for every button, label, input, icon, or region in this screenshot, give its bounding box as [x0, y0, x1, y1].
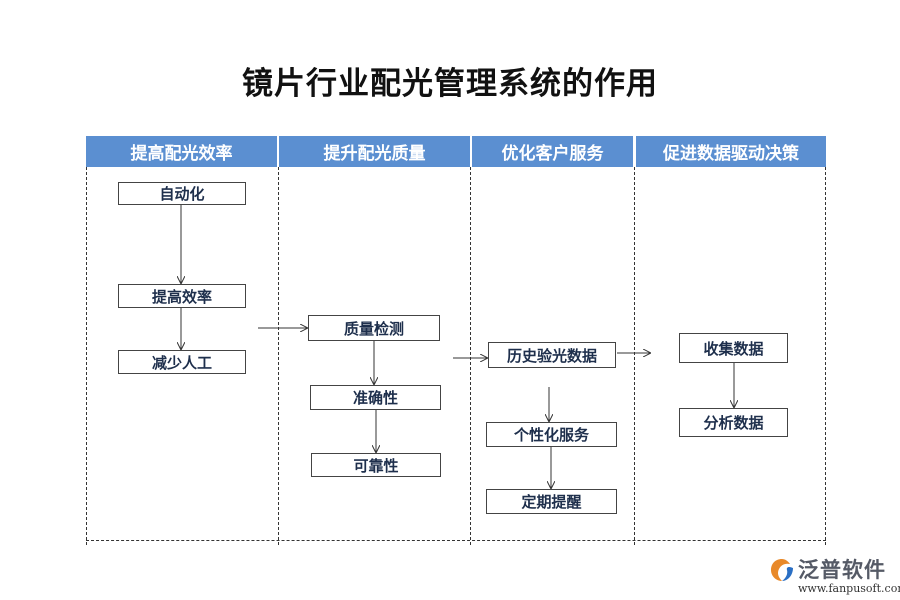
lane-header-quality: 提升配光质量	[279, 136, 470, 167]
node-regular-reminder: 定期提醒	[486, 489, 617, 514]
node-reliability: 可靠性	[311, 453, 441, 477]
lane-divider	[825, 167, 826, 545]
lane-bottom-border	[86, 540, 826, 541]
lane-header-efficiency: 提高配光效率	[86, 136, 277, 167]
node-improve-efficiency: 提高效率	[118, 284, 246, 308]
node-history-data: 历史验光数据	[488, 342, 616, 368]
logo-name: 泛普软件	[798, 558, 886, 582]
node-automation: 自动化	[118, 182, 246, 205]
node-quality-inspection: 质量检测	[308, 315, 440, 341]
lane-header-decision: 促进数据驱动决策	[636, 136, 826, 167]
node-accuracy: 准确性	[310, 385, 441, 410]
logo-url: www.fanpusoft.com	[798, 582, 900, 595]
lane-divider	[278, 167, 279, 545]
node-analyze-data: 分析数据	[679, 408, 788, 437]
lane-header-service: 优化客户服务	[472, 136, 633, 167]
node-reduce-labor: 减少人工	[118, 350, 246, 374]
lane-divider	[634, 167, 635, 545]
node-collect-data: 收集数据	[679, 333, 788, 363]
fanpu-logo-icon	[771, 559, 793, 581]
lane-divider	[470, 167, 471, 545]
lane-divider	[86, 167, 87, 545]
diagram-title: 镜片行业配光管理系统的作用	[242, 66, 658, 102]
node-personalized-service: 个性化服务	[486, 422, 617, 447]
fanpu-logo: 泛普软件 www.fanpusoft.com	[768, 552, 900, 598]
